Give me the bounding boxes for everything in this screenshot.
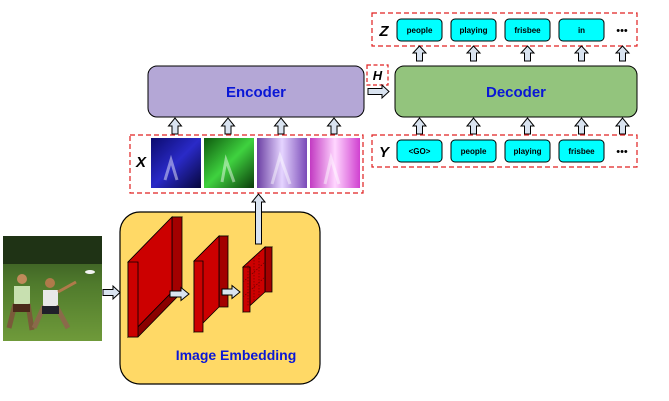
- y-token-box: [558, 139, 605, 163]
- h-label: H: [373, 68, 383, 83]
- image-embedding-label: Image Embedding: [176, 347, 297, 363]
- up-arrow-icon: [573, 45, 590, 62]
- y-token-box: [450, 139, 497, 163]
- y-label: Y: [379, 144, 391, 161]
- embedding-arrows: [169, 284, 241, 302]
- up-arrow-icon: [614, 117, 631, 135]
- right-arrow-icon: [367, 83, 390, 100]
- y-token-label: <GO>: [409, 147, 431, 156]
- feature-map-2: [193, 235, 229, 333]
- x-input-box: [129, 134, 364, 194]
- up-arrow-icon: [614, 45, 631, 62]
- up-arrow-icon: [167, 117, 183, 135]
- z-output-box: [371, 12, 638, 47]
- up-arrow-icon: [465, 45, 482, 62]
- y-input-box: [371, 134, 638, 168]
- x-frame-purple: [257, 138, 307, 188]
- z-token-box: [504, 18, 551, 42]
- encoder-label: Encoder: [226, 84, 286, 101]
- decoder-block: [394, 65, 638, 118]
- up-arrow-icon: [519, 45, 536, 62]
- y-token-box: [396, 139, 443, 163]
- z-token-label: frisbee: [514, 26, 541, 35]
- decoder-label: Decoder: [486, 84, 546, 101]
- x-to-encoder-arrows: [167, 117, 342, 135]
- decoder-to-z-arrows: [411, 45, 631, 62]
- z-label: Z: [378, 23, 389, 40]
- z-token-box: [450, 18, 497, 42]
- z-token-group: people playing frisbee in •••: [396, 18, 628, 42]
- right-arrow-icon: [221, 284, 241, 300]
- z-token-label: people: [407, 26, 433, 35]
- encoder-block: [147, 65, 365, 118]
- z-token-label: in: [578, 26, 585, 35]
- feature-map-1: [127, 216, 183, 338]
- y-to-decoder-arrows: [411, 117, 631, 135]
- up-arrow-icon: [519, 117, 536, 135]
- y-token-label: frisbee: [568, 147, 595, 156]
- x-label: X: [135, 154, 147, 171]
- x-frames: [151, 138, 360, 188]
- up-arrow-icon: [465, 117, 482, 135]
- y-token-label: people: [461, 147, 487, 156]
- input-photo: [3, 236, 102, 341]
- up-arrow-icon: [220, 117, 236, 135]
- z-token-box: [396, 18, 443, 42]
- x-frame-blue: [151, 138, 201, 188]
- up-arrow-icon: [326, 117, 342, 135]
- y-ellipsis: •••: [616, 146, 628, 158]
- up-arrow-icon: [411, 45, 428, 62]
- y-token-box: [504, 139, 551, 163]
- x-frame-green: [204, 138, 254, 188]
- y-token-label: playing: [513, 147, 541, 156]
- z-token-box: [558, 18, 605, 42]
- up-arrow-icon: [573, 117, 590, 135]
- right-arrow-icon: [102, 284, 121, 301]
- y-token-group: <GO> people playing frisbee •••: [396, 139, 628, 163]
- right-arrow-icon: [169, 286, 190, 302]
- x-frame-magenta: [310, 138, 360, 188]
- feature-map-3: [241, 246, 274, 313]
- h-hidden-box: [366, 64, 389, 86]
- up-arrow-icon: [411, 117, 428, 135]
- z-token-label: playing: [459, 26, 487, 35]
- up-arrow-icon: [273, 117, 289, 135]
- z-ellipsis: •••: [616, 25, 628, 37]
- up-arrow-icon: [250, 193, 267, 245]
